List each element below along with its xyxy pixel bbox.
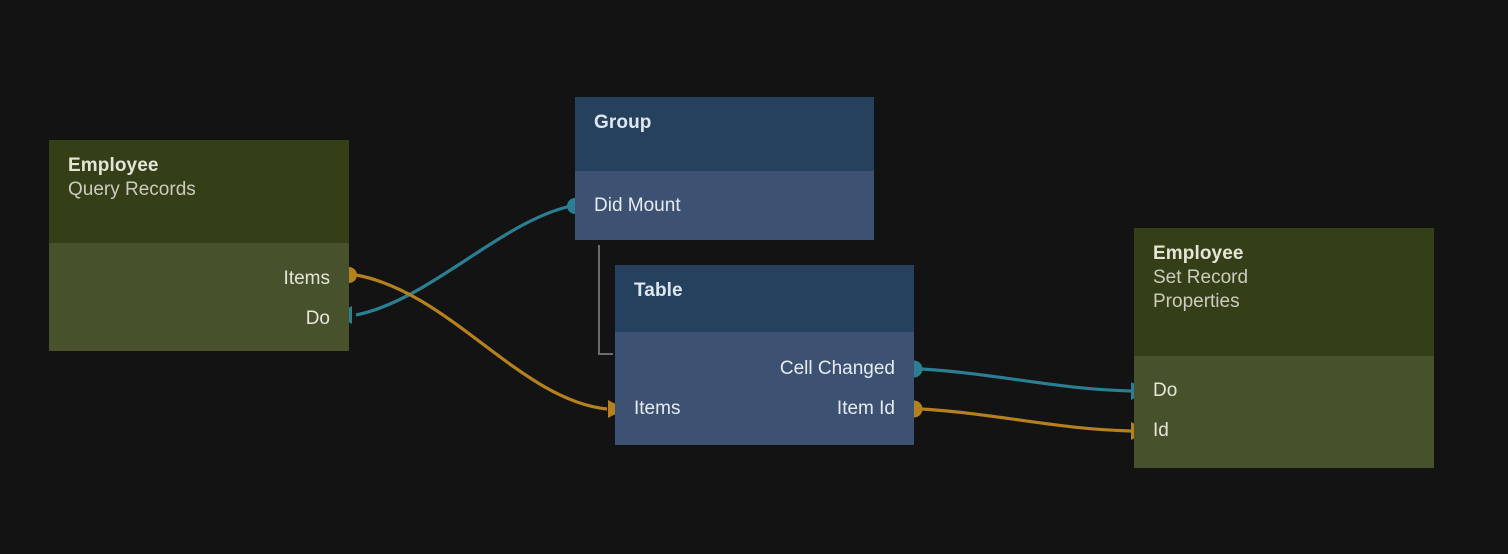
node-employee-query-records[interactable]: Employee Query Records Items Do xyxy=(49,140,349,351)
port-cell-changed-output[interactable]: Cell Changed xyxy=(780,358,895,380)
port-do-output[interactable]: Do xyxy=(306,308,330,330)
node-title: Employee xyxy=(68,155,159,176)
port-label: Did Mount xyxy=(594,195,681,216)
port-label: Do xyxy=(1153,380,1178,401)
port-label: Items xyxy=(634,398,681,419)
node-body: Items Do xyxy=(49,243,349,351)
wire-items-to-table-items xyxy=(355,273,608,411)
port-label: Item Id xyxy=(836,398,895,419)
node-subtitle: Query Records xyxy=(68,179,196,200)
node-subtitle: Set Record Properties xyxy=(1153,267,1249,312)
port-label: Items xyxy=(283,268,330,289)
node-header: Group xyxy=(575,97,874,171)
port-label: Do xyxy=(305,308,330,329)
port-do-input[interactable]: Do xyxy=(1153,380,1177,402)
port-label: Id xyxy=(1153,420,1169,441)
port-label: Cell Changed xyxy=(779,358,895,379)
node-group[interactable]: Group Did Mount xyxy=(575,97,874,240)
node-body: Do Id xyxy=(1134,356,1434,468)
node-employee-set-record-properties[interactable]: Employee Set Record Properties Do Id xyxy=(1134,228,1434,468)
node-body: Cell Changed Item Id Items xyxy=(615,332,914,445)
node-title: Employee xyxy=(1153,243,1244,264)
node-body: Did Mount xyxy=(575,171,874,240)
node-title: Group xyxy=(594,112,652,133)
port-item-id-output[interactable]: Item Id xyxy=(837,398,895,420)
wire-item-id-to-id xyxy=(921,407,1132,433)
port-did-mount-output[interactable]: Did Mount xyxy=(594,195,681,217)
hierarchy-bracket xyxy=(598,245,613,355)
node-header: Employee Query Records xyxy=(49,140,349,243)
wire-cell-changed-to-do xyxy=(921,367,1132,393)
node-table[interactable]: Table Cell Changed Item Id Items xyxy=(615,265,914,445)
node-header: Table xyxy=(615,265,914,332)
wire-did-mount-to-do xyxy=(355,204,572,317)
node-header: Employee Set Record Properties xyxy=(1134,228,1434,356)
node-title: Table xyxy=(634,280,683,301)
port-items-output[interactable]: Items xyxy=(284,268,330,290)
port-items-input[interactable]: Items xyxy=(634,398,680,420)
port-id-input[interactable]: Id xyxy=(1153,420,1169,442)
